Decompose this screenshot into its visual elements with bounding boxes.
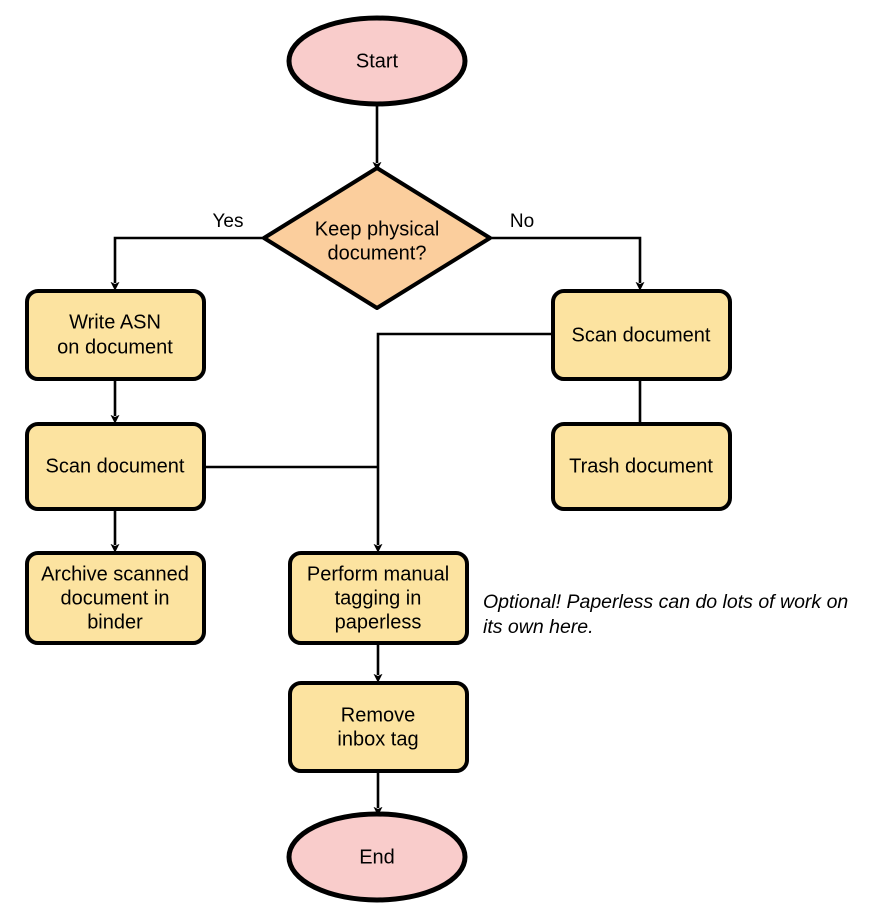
archive-label-line3: binder xyxy=(87,611,143,633)
node-scan-document-right[interactable]: Scan document xyxy=(551,289,732,381)
trash-rect-shape xyxy=(551,422,732,511)
scan-right-rect-shape xyxy=(551,289,732,381)
node-end[interactable]: End xyxy=(286,811,468,903)
trash-label: Trash document xyxy=(569,455,713,477)
node-trash-document[interactable]: Trash document xyxy=(551,422,732,511)
end-ellipse-shape xyxy=(286,811,468,903)
manual-tagging-rect-shape xyxy=(288,551,469,645)
optional-note-line1: Optional! Paperless can do lots of work … xyxy=(483,591,848,613)
node-start[interactable]: Start xyxy=(286,15,468,107)
decision-label-line2: document? xyxy=(328,242,427,264)
archive-label-line1: Archive scanned xyxy=(41,563,189,585)
scan-right-label: Scan document xyxy=(572,324,711,346)
archive-label-line2: document in xyxy=(61,587,170,609)
start-label: Start xyxy=(356,50,399,72)
node-scan-document-left[interactable]: Scan document xyxy=(25,422,206,511)
scan-left-label: Scan document xyxy=(46,455,185,477)
node-archive-scanned-document[interactable]: Archive scanned document in binder xyxy=(25,551,206,645)
decision-diamond-shape xyxy=(262,166,492,310)
archive-rect-shape xyxy=(25,551,206,645)
remove-inbox-label-line1: Remove xyxy=(341,704,415,726)
node-decision-keep-physical-document[interactable]: Keep physical document? xyxy=(262,166,492,310)
manual-tagging-label-line2: tagging in xyxy=(335,587,422,609)
node-perform-manual-tagging[interactable]: Perform manual tagging in paperless xyxy=(288,551,469,645)
optional-note-line2: its own here. xyxy=(483,616,594,638)
node-remove-inbox-tag[interactable]: Remove inbox tag xyxy=(288,681,469,773)
edge-label-yes: Yes xyxy=(213,211,244,232)
scan-left-rect-shape xyxy=(25,422,206,511)
write-asn-rect-shape xyxy=(25,289,206,381)
remove-inbox-label-line2: inbox tag xyxy=(337,728,418,750)
write-asn-label-line1: Write ASN xyxy=(69,311,161,333)
write-asn-label-line2: on document xyxy=(57,336,173,358)
node-write-asn-on-document[interactable]: Write ASN on document xyxy=(25,289,206,381)
remove-inbox-rect-shape xyxy=(288,681,469,773)
edge-decision-no-to-scan-right xyxy=(490,236,645,291)
manual-tagging-label-line3: paperless xyxy=(335,611,422,633)
edge-label-no: No xyxy=(510,211,534,232)
edge-decision-yes-to-write-asn xyxy=(110,236,265,291)
manual-tagging-label-line1: Perform manual xyxy=(307,563,449,585)
decision-label-line1: Keep physical xyxy=(315,218,440,240)
edge-scan-right-to-manual-tagging xyxy=(373,332,552,553)
end-label: End xyxy=(359,846,395,868)
start-ellipse-shape xyxy=(286,15,468,107)
